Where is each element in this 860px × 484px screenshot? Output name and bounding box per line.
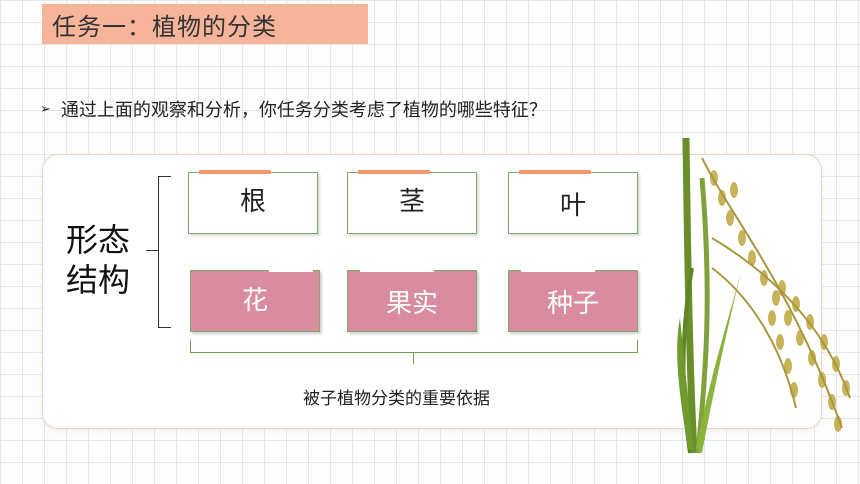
card-tab — [269, 268, 313, 272]
organ-card-flower: 花 — [190, 268, 320, 332]
organ-card-root: 根 — [188, 170, 318, 234]
bullet-arrow-icon: ➢ — [40, 101, 51, 117]
organ-label-leaf: 叶 — [559, 190, 586, 221]
left-bracket-tick — [146, 250, 158, 251]
title-banner: 任务一：植物的分类 — [42, 4, 368, 44]
question-line: ➢ 通过上面的观察和分析，你任务分类考虑了植物的哪些特征？ — [40, 96, 547, 122]
card-tab — [519, 170, 591, 174]
form-label-line-1: 形态 — [66, 221, 131, 259]
card-tab — [358, 170, 430, 174]
card-tab — [521, 268, 595, 272]
organ-card-fruit: 果实 — [347, 268, 477, 332]
left-bracket — [158, 176, 171, 328]
card-tab — [360, 268, 434, 272]
organ-card-leaf: 叶 — [508, 170, 638, 234]
question-text: 通过上面的观察和分析，你任务分类考虑了植物的哪些特征？ — [60, 100, 547, 121]
organ-label-root: 根 — [239, 186, 266, 217]
form-structure-label: 形态 结构 — [66, 220, 130, 300]
organ-card-seed: 种子 — [508, 268, 638, 332]
organ-label-stem: 茎 — [398, 186, 425, 217]
card-tab — [199, 170, 271, 174]
organ-label-flower: 花 — [241, 285, 268, 316]
rice-plant-illustration — [677, 137, 851, 454]
organ-card-stem: 茎 — [347, 170, 477, 234]
bottom-bracket-tick — [413, 352, 414, 364]
organ-label-fruit: 果实 — [385, 288, 438, 319]
classification-basis-text: 被子植物分类的重要依据 — [303, 389, 490, 409]
organ-label-seed: 种子 — [546, 288, 599, 319]
form-label-line-2: 结构 — [66, 261, 131, 299]
page-title: 任务一：植物的分类 — [52, 12, 277, 41]
bottom-bracket — [190, 340, 638, 353]
